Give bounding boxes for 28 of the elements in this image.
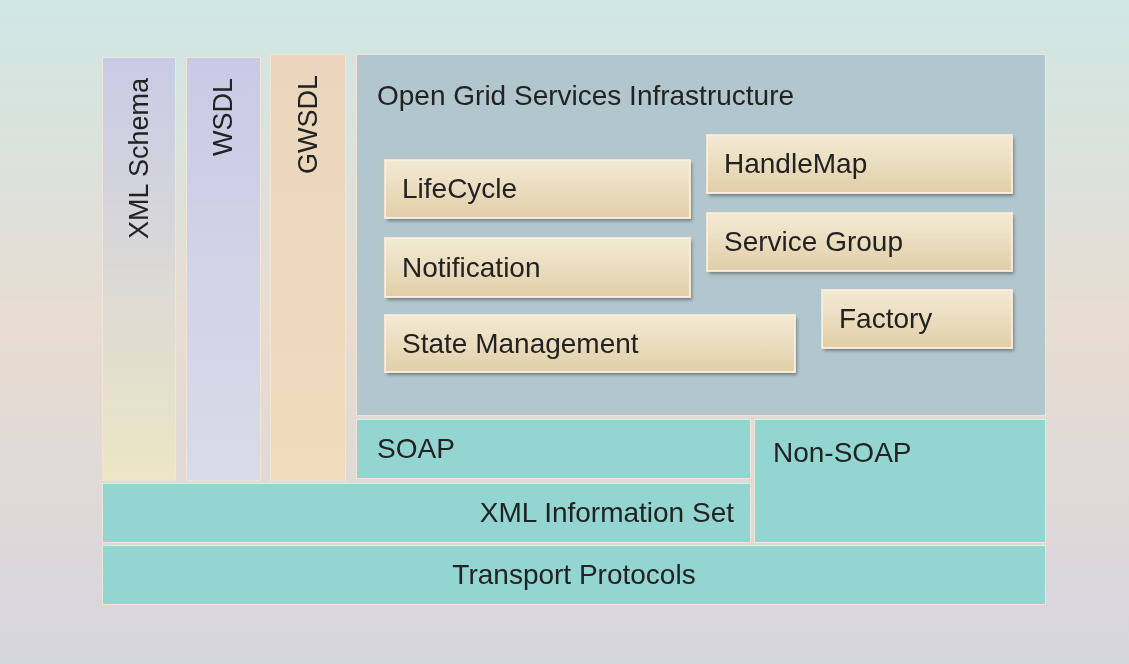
- box-label: XML Information Set: [479, 496, 734, 530]
- box-label: HandleMap: [724, 147, 868, 181]
- component-box: [385, 315, 795, 372]
- panel-heading: Open Grid Services Infrastructure: [377, 79, 795, 113]
- box-label: LifeCycle: [402, 172, 518, 206]
- layer-bar: [357, 420, 750, 478]
- infrastructure-panel: [357, 55, 1045, 415]
- component-box: [822, 290, 1012, 348]
- box-label: Factory: [839, 302, 933, 336]
- layer-bar: [103, 484, 750, 542]
- component-box: [707, 213, 1012, 271]
- box-label: Notification: [402, 250, 541, 285]
- box-label: Transport Protocols: [452, 558, 696, 592]
- box-label: Service Group: [724, 225, 903, 259]
- box-label: SOAP: [377, 432, 455, 466]
- layer-bar: [103, 546, 1045, 604]
- component-box: [385, 238, 690, 297]
- layer-column: [103, 58, 175, 480]
- layer-label: XML Schema: [125, 78, 153, 240]
- component-box: [707, 135, 1012, 193]
- layer-block: [755, 420, 1045, 542]
- layer-label: GWSDL: [294, 75, 322, 174]
- layer-column: [271, 55, 345, 480]
- layer-label: WSDL: [210, 78, 237, 156]
- box-label: Non-SOAP: [773, 436, 912, 470]
- box-label: State Management: [402, 326, 639, 361]
- layer-column: [187, 58, 260, 480]
- component-box: [385, 160, 690, 218]
